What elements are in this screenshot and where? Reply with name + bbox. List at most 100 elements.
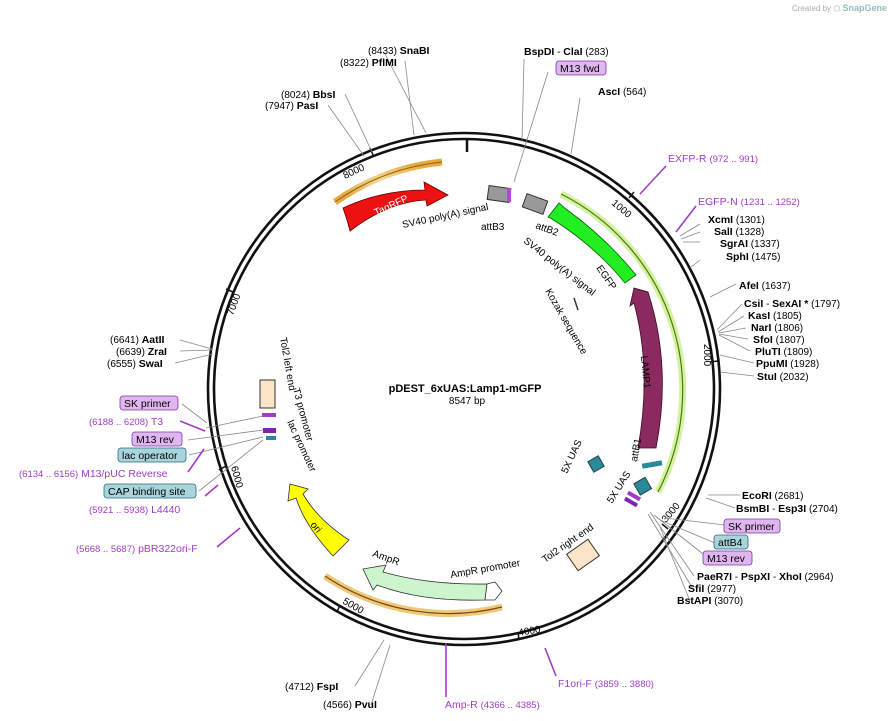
egfp-arrow [547, 202, 637, 284]
primer-f1ori-f: F1ori-F [558, 678, 592, 690]
site-bbsi: BbsI [313, 89, 336, 101]
site-clai: ClaI [563, 46, 582, 58]
site-bstapi-pos: (3070) [714, 596, 743, 607]
site-kasi: KasI [748, 310, 770, 322]
site-esp3i: Esp3I [778, 503, 806, 515]
site-swai: SwaI [139, 358, 163, 370]
site-aatii-pos: (6641) [110, 335, 139, 346]
svg-text:(5668 .. 5687) pBR322ori-F: (5668 .. 5687) pBR322ori-F [76, 543, 198, 555]
attb3-marker [507, 188, 511, 202]
svg-text:XcmI (1301): XcmI (1301) [708, 214, 765, 226]
site-bsmbi: BsmBI [736, 503, 769, 515]
sv40-polya-right-box [521, 193, 549, 215]
lamp1-label: LAMP1 [638, 355, 652, 389]
svg-text:(6641) AatII: (6641) AatII [110, 334, 165, 346]
snapgene-logo-icon: ⬡ [833, 4, 841, 13]
svg-text:(7947) PasI: (7947) PasI [265, 100, 318, 112]
site-ppumi-pos: (1928) [790, 359, 819, 370]
sk-primer-right-label: SK primer [728, 521, 775, 533]
egfp-highlight-line [560, 193, 684, 493]
plasmid-length: 8547 bp [449, 396, 486, 407]
site-ecori: EcoRI [742, 490, 772, 502]
cap-binding-site-label: CAP binding site [108, 486, 186, 498]
svg-text:(6188 .. 6208) T3: (6188 .. 6208) T3 [89, 416, 163, 428]
site-ppumi: PpuMI [756, 358, 788, 370]
uas1-box [587, 455, 605, 473]
site-clai-pos: (283) [585, 47, 608, 58]
primer-pbr322ori-f: pBR322ori-F [138, 543, 198, 555]
primer-amp-r-range: (4366 .. 4385) [481, 700, 540, 711]
tick-label-2000: 2000 [701, 344, 712, 367]
svg-text:(8024) BbsI: (8024) BbsI [281, 89, 336, 101]
site-afei: AfeI [739, 280, 759, 292]
site-afei-pos: (1637) [762, 281, 791, 292]
site-fspi-pos: (4712) [285, 682, 314, 693]
svg-text:F1ori-F (3859 .. 3880): F1ori-F (3859 .. 3880) [558, 678, 654, 690]
ampr-arrow [362, 564, 488, 601]
attb1-label: attB1 [629, 437, 644, 462]
primer-l4440-range: (5921 .. 5938) [89, 505, 148, 516]
attb1-box [641, 460, 663, 469]
credit: Created by ⬡ SnapGene [792, 3, 887, 13]
leader-lines [174, 51, 755, 706]
site-pluti-pos: (1809) [783, 347, 812, 358]
tick-label-8000: 8000 [342, 162, 367, 182]
site-zrai-pos: (6639) [116, 347, 145, 358]
svg-text:SphI (1475): SphI (1475) [726, 251, 780, 263]
lac-operator-marker [266, 436, 276, 440]
site-pflmi-pos: (8322) [340, 58, 369, 69]
svg-text:SfoI (1807): SfoI (1807) [753, 334, 805, 346]
primer-leaders [179, 165, 697, 697]
primer-f1ori-f-range: (3859 .. 3880) [595, 679, 654, 690]
plasmid-name: pDEST_6xUAS:Lamp1-mGFP [389, 383, 542, 395]
lac-operator-label: lac operator [122, 450, 178, 462]
site-bstapi: BstAPI [677, 595, 712, 607]
brand-name: SnapGene [842, 3, 887, 13]
site-asci: AscI [598, 86, 620, 98]
primer-exfp-r: EXFP-R [668, 153, 707, 165]
m13-fwd-label: M13 fwd [560, 63, 600, 75]
primer-exfp-r-range: (972 .. 991) [709, 154, 758, 165]
site-bbsi-pos: (8024) [281, 90, 310, 101]
m13-rev-left-label: M13 rev [136, 434, 175, 446]
ori-arrow [287, 483, 350, 557]
site-pluti: PluTI [755, 346, 781, 358]
primer-egfp-n: EGFP-N [698, 196, 738, 208]
site-fspi: FspI [317, 681, 339, 693]
site-pflmi: PflMI [372, 57, 397, 69]
site-sali: SalI [714, 226, 733, 238]
site-snabi-pos: (8433) [368, 46, 397, 57]
site-sphi: SphI [726, 251, 749, 263]
boxed-labels: M13 fwd SK primer attB4 M13 rev SK prime… [103, 60, 781, 566]
site-ecori-pos: (2681) [775, 491, 804, 502]
site-pvui: PvuI [355, 699, 377, 711]
ori-label: ori [308, 520, 324, 536]
primer-m13puc-reverse: M13/pUC Reverse [81, 468, 168, 480]
svg-text:SalI (1328): SalI (1328) [714, 226, 764, 238]
svg-text:SgrAI (1337): SgrAI (1337) [720, 238, 780, 250]
attb2-label: attB2 [534, 220, 560, 238]
m13-rev-r-marker [623, 496, 639, 508]
sk-primer-left-label: SK primer [124, 398, 171, 410]
site-sgrai: SgrAI [720, 238, 748, 250]
site-pasi: PasI [297, 100, 319, 112]
attb3-label: attB3 [481, 222, 505, 233]
site-sfoi: SfoI [753, 334, 773, 346]
site-xhoi: XhoI [779, 571, 802, 583]
attb4-label: attB4 [718, 537, 743, 549]
site-snabi: SnaBI [400, 45, 430, 57]
svg-text:SfiI (2977): SfiI (2977) [688, 583, 736, 595]
svg-text:(6555) SwaI: (6555) SwaI [107, 358, 163, 370]
site-nari: NarI [751, 322, 772, 334]
tick-label-4000: 4000 [518, 624, 542, 639]
svg-text:(4712) FspI: (4712) FspI [285, 681, 338, 693]
sk-primer-r-marker [626, 490, 642, 502]
site-sexai-pos: (1797) [811, 299, 840, 310]
backbone-outer-ring [206, 131, 722, 647]
site-csii: CsiI [744, 298, 763, 310]
tol2-left-box [259, 379, 276, 409]
svg-text:(8433) SnaBI: (8433) SnaBI [368, 45, 430, 57]
site-xcmi-pos: (1301) [736, 215, 765, 226]
svg-text:AscI (564): AscI (564) [598, 86, 646, 98]
primer-t3-range: (6188 .. 6208) [89, 417, 148, 428]
